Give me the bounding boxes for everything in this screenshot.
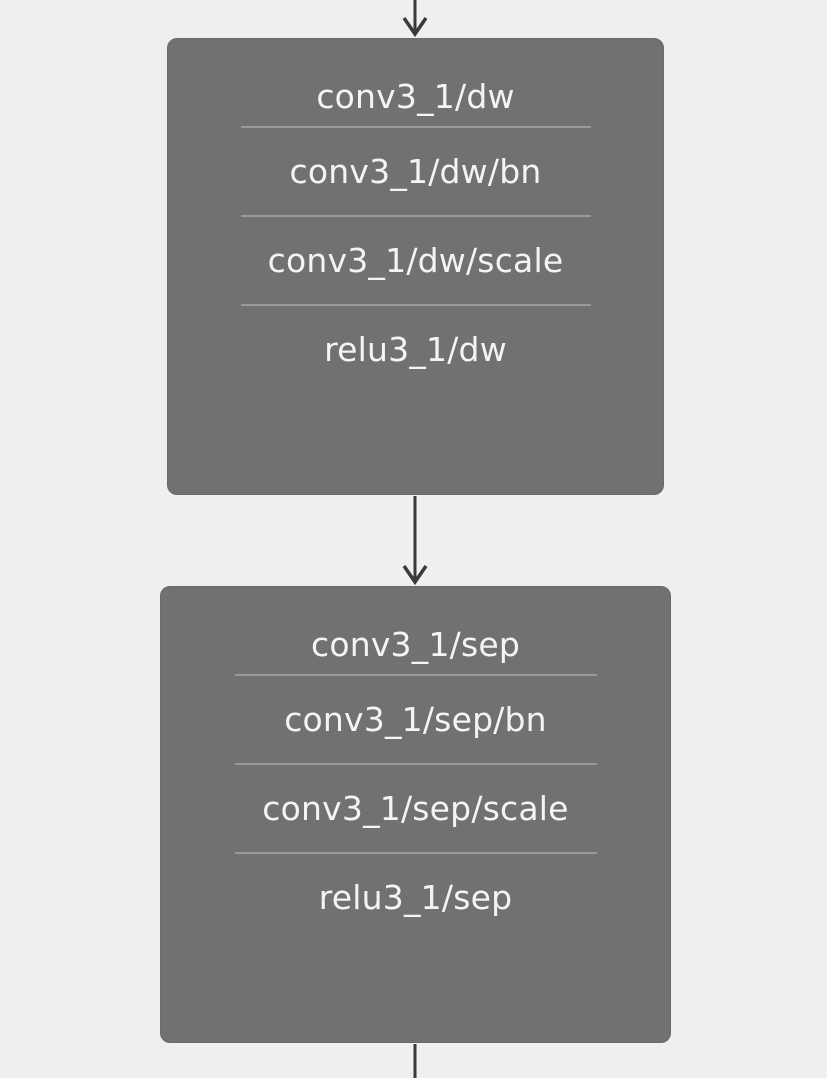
layer-separator [240, 126, 591, 128]
layer-separator [240, 215, 591, 217]
node-layer-list: conv3_1/dw conv3_1/dw/bn conv3_1/dw/scal… [240, 67, 591, 393]
layer-label: conv3_1/sep/scale [262, 789, 569, 828]
layer-separator [234, 852, 597, 854]
layer-label: relu3_1/dw [324, 330, 507, 369]
layer-separator [234, 763, 597, 765]
edge-node1-to-node2-arrowhead [402, 565, 428, 586]
layer-label: conv3_1/sep/bn [284, 700, 547, 739]
layer-label: conv3_1/dw/bn [289, 152, 542, 191]
edge-incoming-arrowhead [402, 17, 428, 38]
graph-node-conv3-1-dw[interactable]: conv3_1/dw conv3_1/dw/bn conv3_1/dw/scal… [167, 38, 664, 495]
layer-separator [234, 674, 597, 676]
layer-label: conv3_1/dw/scale [267, 241, 564, 280]
node-layer-list: conv3_1/sep conv3_1/sep/bn conv3_1/sep/s… [234, 615, 597, 941]
layer-label: conv3_1/sep [310, 625, 521, 664]
layer-label: relu3_1/sep [318, 878, 513, 917]
layer-label: conv3_1/dw [316, 77, 515, 116]
graph-node-conv3-1-sep[interactable]: conv3_1/sep conv3_1/sep/bn conv3_1/sep/s… [160, 586, 671, 1043]
layer-separator [240, 304, 591, 306]
